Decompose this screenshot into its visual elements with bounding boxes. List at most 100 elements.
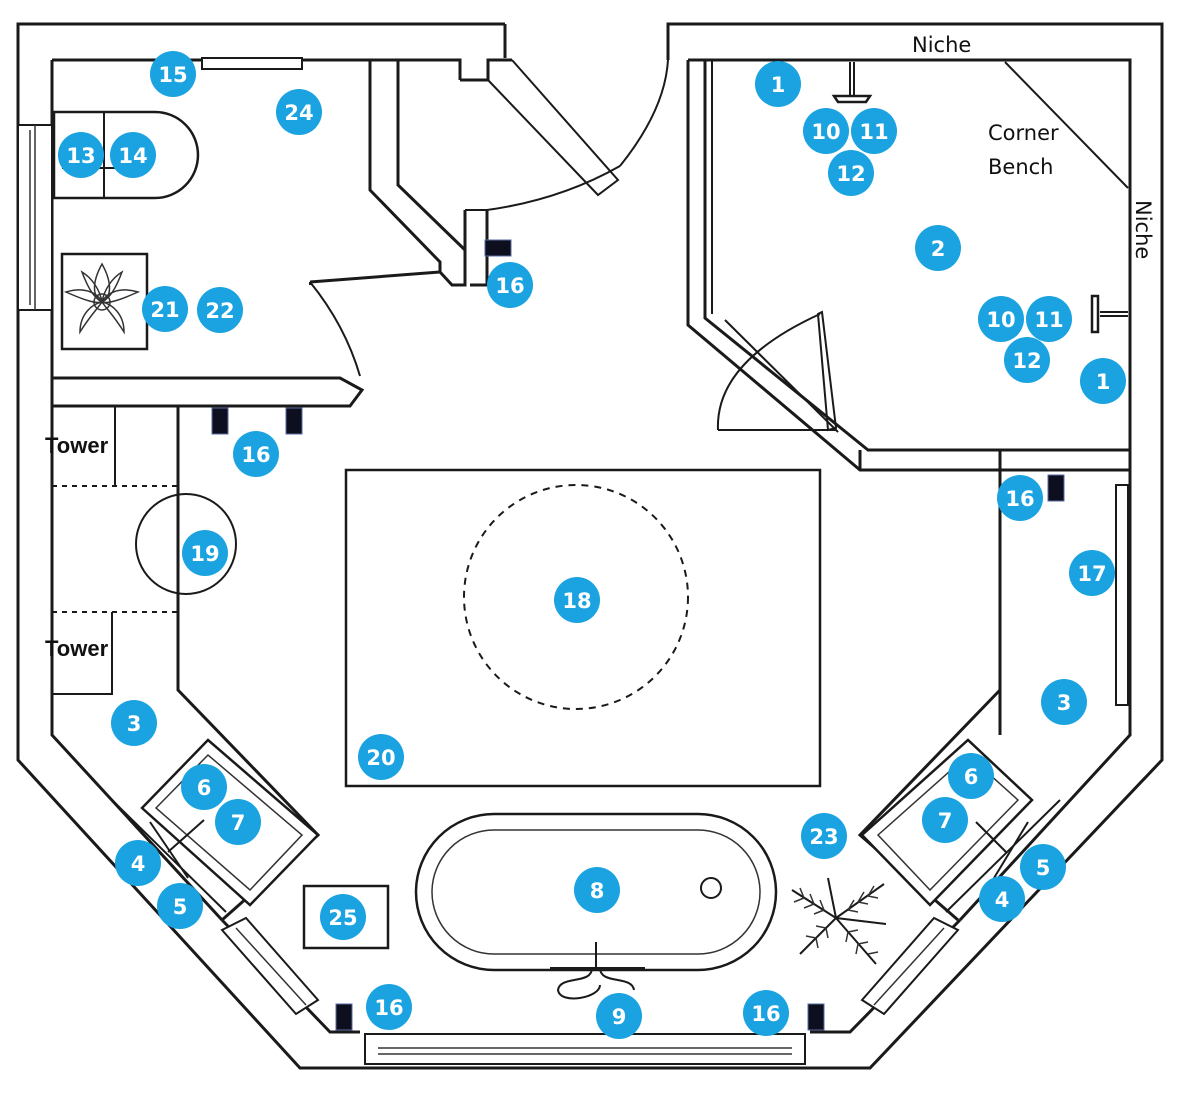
window-left — [17, 124, 53, 311]
plant-box — [60, 252, 149, 351]
marker-23: 23 — [801, 813, 847, 859]
marker-19: 19 — [182, 530, 228, 576]
svg-text:16: 16 — [241, 443, 270, 467]
svg-text:15: 15 — [158, 63, 187, 87]
svg-text:16: 16 — [374, 996, 403, 1020]
svg-text:16: 16 — [751, 1002, 780, 1026]
svg-text:6: 6 — [964, 765, 979, 789]
marker-1: 1 — [1080, 358, 1126, 404]
wall-light — [211, 407, 229, 435]
svg-text:23: 23 — [809, 825, 838, 849]
svg-text:25: 25 — [328, 906, 357, 930]
window-bottom-left-diagonal — [220, 916, 320, 1016]
marker-5: 5 — [157, 883, 203, 929]
marker-4: 4 — [115, 840, 161, 886]
wall-light — [1047, 474, 1065, 502]
tower-upper-label: Tower — [45, 433, 109, 458]
svg-text:5: 5 — [1036, 856, 1051, 880]
marker-24: 24 — [276, 89, 322, 135]
svg-text:12: 12 — [836, 162, 865, 186]
marker-12: 12 — [1004, 337, 1050, 383]
wall-light — [285, 407, 303, 435]
marker-11: 11 — [1026, 296, 1072, 342]
svg-text:4: 4 — [995, 888, 1010, 912]
marker-11: 11 — [851, 108, 897, 154]
window-bottom-right-diagonal — [860, 916, 960, 1016]
svg-text:11: 11 — [859, 120, 888, 144]
niche-top-label: Niche — [912, 33, 971, 57]
svg-text:17: 17 — [1077, 562, 1106, 586]
svg-text:10: 10 — [811, 120, 840, 144]
marker-5: 5 — [1020, 844, 1066, 890]
marker-22: 22 — [197, 287, 243, 333]
window-top-left-room — [201, 57, 303, 70]
corner-bench-label-line2: Bench — [988, 155, 1054, 179]
svg-text:3: 3 — [127, 712, 142, 736]
marker-12: 12 — [828, 150, 874, 196]
svg-text:10: 10 — [986, 308, 1015, 332]
marker-18: 18 — [554, 577, 600, 623]
marker-21: 21 — [142, 286, 188, 332]
shower-walls — [686, 60, 1130, 735]
svg-text:5: 5 — [173, 895, 188, 919]
svg-text:4: 4 — [131, 852, 146, 876]
marker-16: 16 — [366, 984, 412, 1030]
svg-text:19: 19 — [190, 542, 219, 566]
marker-3: 3 — [111, 700, 157, 746]
center-rug — [344, 468, 822, 788]
corner-bench-label-line1: Corner — [988, 121, 1059, 145]
window-bottom — [364, 1033, 806, 1065]
svg-text:18: 18 — [562, 589, 591, 613]
marker-6: 6 — [948, 753, 994, 799]
marker-10: 10 — [978, 296, 1024, 342]
marker-16: 16 — [487, 262, 533, 308]
svg-text:7: 7 — [231, 811, 246, 835]
closet-door — [460, 58, 669, 211]
svg-text:21: 21 — [150, 298, 179, 322]
svg-text:12: 12 — [1012, 349, 1041, 373]
numbered-markers: 1 1 2 3 3 4 4 5 5 6 6 7 7 8 9 10 10 11 1… — [58, 51, 1126, 1039]
light-fixtures — [211, 239, 1065, 1031]
svg-text:1: 1 — [1096, 370, 1111, 394]
marker-3: 3 — [1041, 679, 1087, 725]
marker-4: 4 — [979, 876, 1025, 922]
marker-9: 9 — [596, 993, 642, 1039]
tower-lower-label: Tower — [45, 636, 109, 661]
niche-right-label: Niche — [1131, 200, 1155, 259]
marker-20: 20 — [358, 734, 404, 780]
wall-light — [807, 1003, 825, 1031]
palm-plant-icon — [791, 877, 887, 965]
marker-8: 8 — [574, 867, 620, 913]
svg-text:24: 24 — [284, 101, 313, 125]
marker-6: 6 — [181, 764, 227, 810]
marker-25: 25 — [320, 894, 366, 940]
svg-text:8: 8 — [590, 879, 605, 903]
sink-left — [111, 738, 320, 913]
marker-1: 1 — [755, 61, 801, 107]
marker-13: 13 — [58, 132, 104, 178]
svg-text:20: 20 — [366, 746, 395, 770]
svg-text:7: 7 — [938, 809, 953, 833]
svg-text:9: 9 — [612, 1005, 627, 1029]
wall-light — [484, 239, 512, 257]
potted-plant-icon — [63, 262, 141, 335]
svg-text:2: 2 — [931, 237, 946, 261]
svg-text:16: 16 — [1005, 487, 1034, 511]
svg-text:14: 14 — [118, 144, 147, 168]
svg-text:3: 3 — [1057, 691, 1072, 715]
marker-17: 17 — [1069, 550, 1115, 596]
marker-7: 7 — [215, 799, 261, 845]
svg-text:1: 1 — [771, 73, 786, 97]
svg-text:16: 16 — [495, 274, 524, 298]
marker-10: 10 — [803, 108, 849, 154]
marker-16: 16 — [233, 431, 279, 477]
svg-text:22: 22 — [205, 299, 234, 323]
wall-light — [335, 1003, 353, 1031]
svg-text:11: 11 — [1034, 308, 1063, 332]
marker-16: 16 — [997, 475, 1043, 521]
svg-text:6: 6 — [197, 776, 212, 800]
marker-7: 7 — [922, 797, 968, 843]
svg-text:13: 13 — [66, 144, 95, 168]
marker-16: 16 — [743, 990, 789, 1036]
